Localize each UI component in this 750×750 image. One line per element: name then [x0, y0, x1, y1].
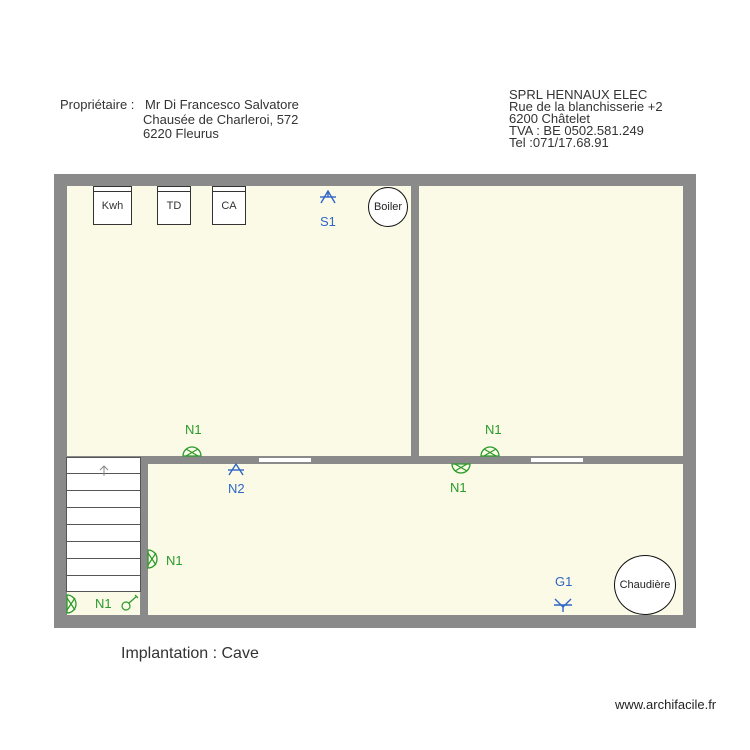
company-tel: Tel :071/17.68.91 [509, 135, 609, 150]
label-s1: S1 [320, 214, 336, 229]
panel-kwh: Kwh [93, 186, 132, 225]
label-n1-stair-wall: N1 [166, 553, 183, 568]
owner-name: Mr Di Francesco Salvatore [145, 97, 299, 112]
panel-ca: CA [212, 186, 246, 225]
label-n2: N2 [228, 481, 245, 496]
switch-icon [121, 594, 139, 611]
company-street: Rue de la blanchisserie +2 [509, 99, 663, 114]
company-block: SPRL HENNAUX ELEC Rue de la blanchisseri… [509, 87, 663, 150]
stair-direction-icon [99, 465, 109, 476]
chaudiere: Chaudière [614, 555, 676, 615]
label-n1-room1: N1 [185, 422, 202, 437]
label-n1-stair-bottom: N1 [95, 596, 112, 611]
room-top-right [419, 186, 683, 456]
company-city: 6200 Châtelet [509, 111, 590, 126]
owner-city: 6220 Fleurus [143, 126, 219, 141]
socket-s1-icon [320, 189, 336, 204]
boiler: Boiler [368, 187, 408, 227]
lamp-n1-room1-icon [182, 446, 202, 457]
owner-street: Chausée de Charleroi, 572 [143, 112, 299, 127]
socket-n2-icon [228, 462, 244, 476]
company-vat: TVA : BE 0502.581.249 [509, 123, 644, 138]
lamp-n1-stair-wall-icon [147, 549, 158, 569]
room-bottom-hall [148, 464, 683, 615]
lamp-n1-hall-icon [451, 463, 471, 474]
label-n1-hall: N1 [450, 480, 467, 495]
company-name: SPRL HENNAUX ELEC [509, 87, 648, 102]
door-left [258, 457, 312, 463]
staircase [66, 457, 141, 592]
panel-td: TD [157, 186, 191, 225]
lamp-n1-room2-icon [480, 446, 500, 457]
lamp-n1-stair-bottom-icon [66, 594, 77, 614]
label-n1-room2: N1 [485, 422, 502, 437]
plan-title: Implantation : Cave [121, 645, 259, 662]
room-top-left [67, 186, 411, 456]
owner-label: Propriétaire : [60, 97, 135, 112]
watermark: www.archifacile.fr [615, 697, 717, 712]
label-g1: G1 [555, 574, 573, 589]
door-right [530, 457, 584, 463]
socket-g1-icon [554, 598, 572, 612]
